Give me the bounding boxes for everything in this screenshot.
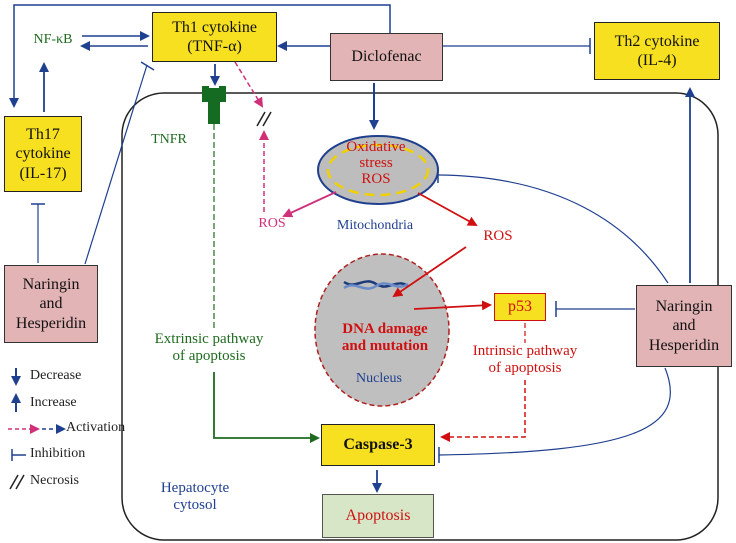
legend-inhibition: Inhibition — [30, 446, 86, 461]
naringin-left-line3: Hesperidin — [15, 314, 87, 332]
naringin-th1-inhibition — [84, 64, 148, 265]
th17-line2: cytokine — [15, 145, 71, 163]
p53-box: p53 — [494, 293, 546, 321]
oxidative-line2: stress — [359, 154, 393, 171]
caspase-label: Caspase-3 — [343, 436, 413, 454]
naringin-caspase-inhibition — [438, 367, 671, 456]
dna-line1: DNA damage — [342, 321, 428, 337]
dna-to-p53-arrow — [413, 300, 492, 311]
apoptosis-box: Apoptosis — [322, 494, 434, 538]
naringin-right-line3: Hesperidin — [648, 336, 720, 354]
ros-left-label: ROS — [258, 216, 286, 231]
caspase-box: Caspase-3 — [321, 424, 435, 466]
tnfr-receptor-icon — [202, 86, 226, 124]
hepatocyte-line1: Hepatocyte — [160, 480, 230, 496]
dna-helix-icon — [343, 280, 409, 290]
diclofenac-label: Diclofenac — [351, 48, 422, 66]
nfkb-label: NF-κB — [33, 32, 73, 47]
th1-line1: Th1 cytokine — [172, 18, 257, 36]
mitochondria-label: Mitochondria — [336, 218, 414, 233]
ros-right-label: ROS — [483, 228, 513, 244]
naringin-left-box: Naringin and Hesperidin — [4, 265, 98, 343]
th1-cytokine-box: Th1 cytokine (TNF-α) — [152, 12, 277, 62]
naringin-left-line2: and — [39, 295, 63, 313]
dna-damage-label: DNA damage and mutation — [330, 321, 440, 356]
dna-line2: and mutation — [341, 338, 429, 355]
hepatocyte-cytosol-label: Hepatocyte cytosol — [150, 480, 240, 515]
apoptosis-label: Apoptosis — [345, 507, 411, 525]
th2-line1: Th2 cytokine — [614, 32, 700, 50]
legend-symbols — [8, 368, 66, 490]
intrinsic-line1: Intrinsic pathway — [472, 343, 578, 359]
legend-necrosis: Necrosis — [30, 473, 79, 488]
naringin-right-line2: and — [672, 317, 696, 335]
hepatocyte-line2: cytosol — [173, 497, 217, 514]
p53-label: p53 — [508, 298, 532, 316]
legend-decrease: Decrease — [30, 368, 82, 383]
extrinsic-line2: of apoptosis — [172, 348, 246, 365]
extrinsic-line1: Extrinsic pathway — [154, 331, 264, 347]
mito-to-ros-right-arrow — [417, 192, 478, 226]
th17-cytokine-box: Th17 cytokine (IL-17) — [4, 116, 82, 192]
diclofenac-to-th17-arrow — [9, 4, 391, 108]
necrosis-marks — [256, 111, 272, 127]
ros-to-dna-arrow — [392, 246, 467, 298]
tnfr-label: TNFR — [151, 132, 187, 147]
legend-increase: Increase — [30, 395, 77, 410]
legend-activation: Activation — [66, 420, 126, 435]
th17-line3: (IL-17) — [19, 164, 67, 182]
extrinsic-pathway-label: Extrinsic pathway of apoptosis — [142, 331, 276, 366]
th17-line1: Th17 — [26, 126, 60, 144]
mito-to-ros-left-arrow — [282, 191, 337, 218]
p53-to-caspase-arrow — [440, 380, 526, 442]
nucleus-label: Nucleus — [356, 371, 402, 386]
nucleus-shape — [314, 253, 450, 407]
tnf-to-necrosis-arrow — [234, 61, 264, 108]
th2-line2: (IL-4) — [637, 52, 677, 69]
th2-cytokine-box: Th2 cytokine (IL-4) — [594, 22, 720, 80]
mitochondria-cristae — [326, 143, 430, 197]
naringin-right-box: Naringin and Hesperidin — [636, 285, 732, 367]
diclofenac-box: Diclofenac — [330, 33, 443, 81]
naringin-right-line1: Naringin — [655, 298, 713, 316]
intrinsic-pathway-label: Intrinsic pathway of apoptosis — [460, 343, 590, 378]
oxidative-stress-label: Oxidative stress ROS — [326, 139, 426, 187]
intrinsic-line2: of apoptosis — [488, 360, 562, 377]
oxidative-line1: Oxidative — [346, 139, 406, 155]
naringin-left-line1: Naringin — [22, 276, 80, 294]
oxidative-line3: ROS — [361, 170, 391, 187]
th1-line2: (TNF-α) — [187, 38, 242, 55]
extrinsic-to-caspase-arrow — [213, 372, 320, 443]
naringin-mito-inhibition — [437, 174, 669, 284]
